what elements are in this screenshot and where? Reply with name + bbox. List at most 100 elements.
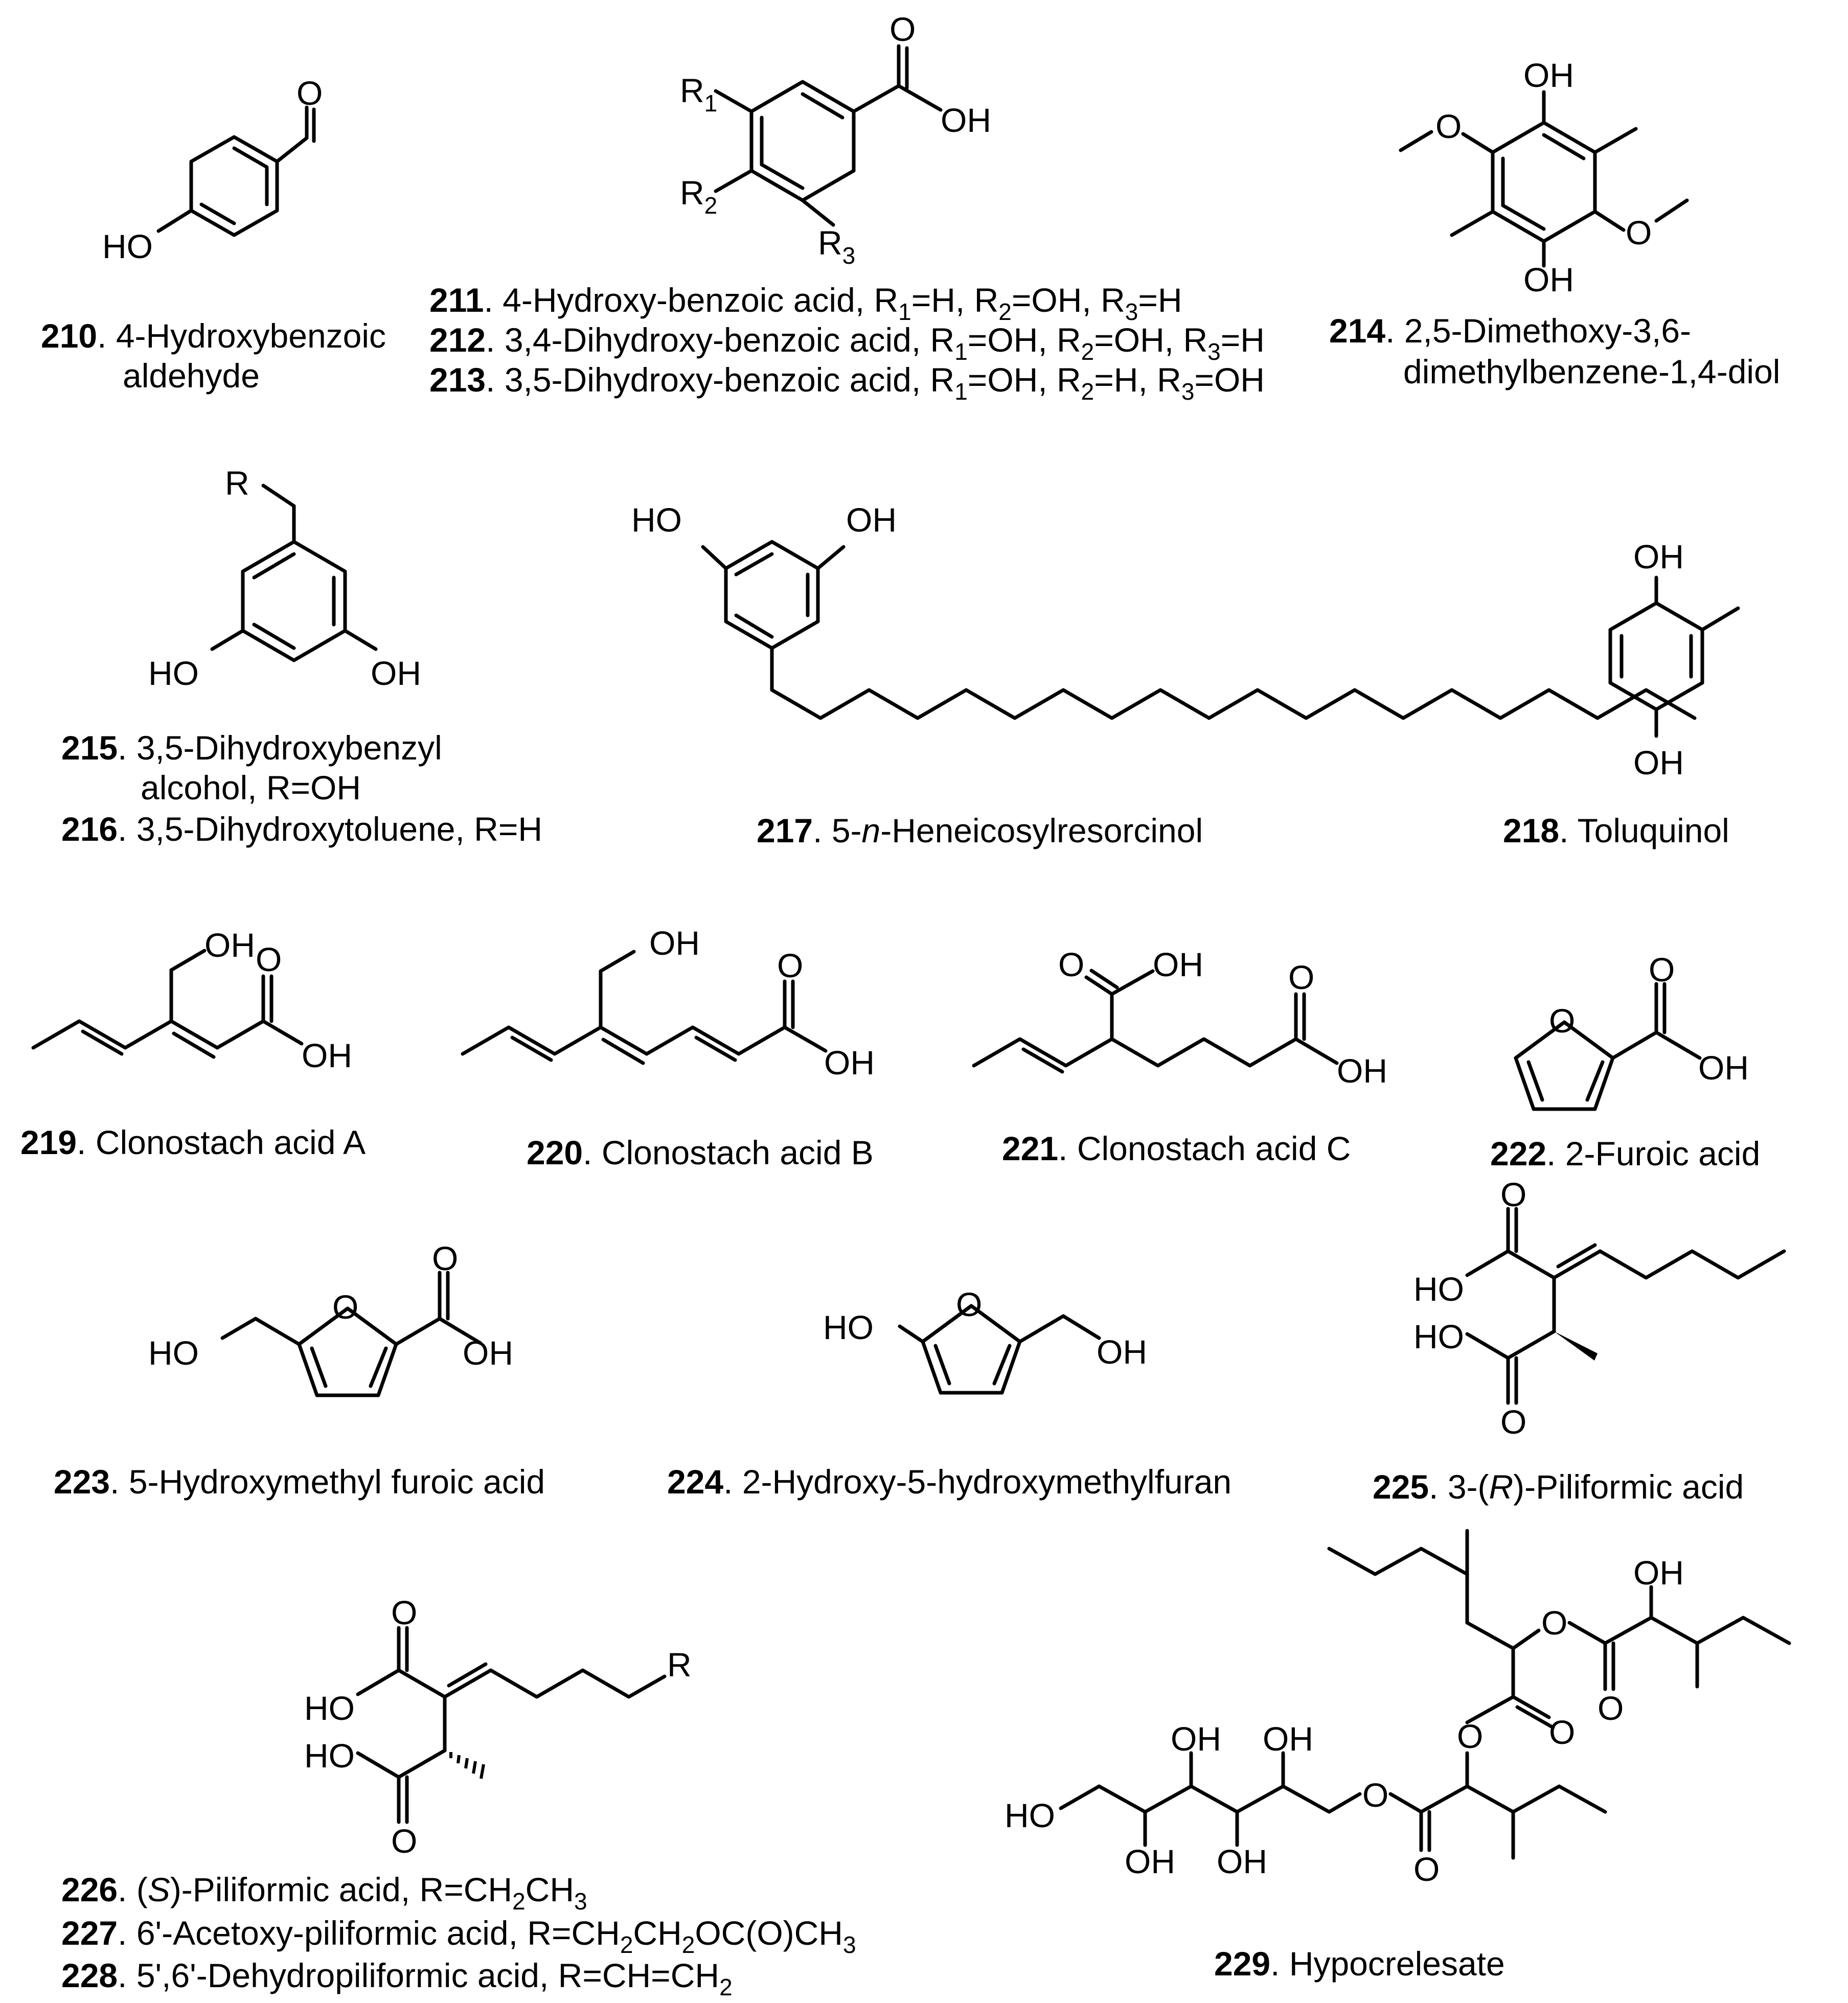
caption-216: 216. 3,5-Dihydroxytoluene, R=H bbox=[61, 810, 542, 848]
caption-225: 225. 3-(R)-Piliformic acid bbox=[1373, 1468, 1744, 1506]
svg-text:212. 3,4-Dihydroxy-benzoic aci: 212. 3,4-Dihydroxy-benzoic acid, R1=OH, … bbox=[429, 321, 1265, 365]
caption-219: 219. Clonostach acid A bbox=[20, 1123, 366, 1161]
svg-text:OH: OH bbox=[1217, 1843, 1267, 1880]
svg-text:228. 5',6'-Dehydropiliformic a: 228. 5',6'-Dehydropiliformic acid, R=CH=… bbox=[61, 1956, 733, 2000]
svg-text:O: O bbox=[1626, 214, 1652, 251]
svg-text:223. 5-Hydroxymethyl furoic ac: 223. 5-Hydroxymethyl furoic acid bbox=[54, 1463, 545, 1501]
structure-219: OH O OH bbox=[31, 926, 352, 1074]
svg-text:OH: OH bbox=[463, 1334, 513, 1372]
svg-text:218. Toluquinol: 218. Toluquinol bbox=[1503, 812, 1729, 849]
svg-text:R1: R1 bbox=[680, 72, 717, 117]
svg-text:OH: OH bbox=[1523, 261, 1574, 298]
svg-text:O: O bbox=[1457, 1717, 1483, 1755]
compound-name: 4-Hydroxybenzoic bbox=[116, 317, 386, 355]
svg-text:O: O bbox=[956, 1285, 982, 1323]
svg-text:O: O bbox=[1549, 1002, 1575, 1040]
svg-text:HO: HO bbox=[631, 501, 682, 539]
atom-r1: R bbox=[680, 72, 704, 109]
svg-text:224. 2-Hydroxy-5-hydroxymethyl: 224. 2-Hydroxy-5-hydroxymethylfuran bbox=[667, 1463, 1231, 1501]
svg-text:HO: HO bbox=[148, 1334, 199, 1372]
structure-226-228: O HO HO O R bbox=[304, 1594, 692, 1860]
caption-211: 211. 4-Hydroxy-benzoic acid, R1=H, R2=OH… bbox=[429, 281, 1182, 325]
svg-text:215. 3,5-Dihydroxybenzyl: 215. 3,5-Dihydroxybenzyl bbox=[61, 729, 442, 767]
svg-text:OH: OH bbox=[1337, 1052, 1387, 1090]
svg-text:OH: OH bbox=[1633, 744, 1684, 781]
svg-text:alcohol, R=OH: alcohol, R=OH bbox=[141, 769, 361, 807]
svg-text:217. 5-n-Heneicosylresorcinol: 217. 5-n-Heneicosylresorcinol bbox=[757, 812, 1203, 849]
svg-text:OH: OH bbox=[1171, 1720, 1221, 1758]
structure-215-216: R HO OH bbox=[148, 464, 421, 692]
svg-text:220. Clonostach acid B: 220. Clonostach acid B bbox=[527, 1134, 874, 1171]
svg-text:210. 4-Hydroxybenzoic: 210. 4-Hydroxybenzoic bbox=[41, 317, 386, 355]
atom-oh: OH bbox=[941, 101, 991, 139]
caption-215: 215. 3,5-Dihydroxybenzyl alcohol, R=OH bbox=[61, 729, 442, 807]
caption-226: 226. (S)-Piliformic acid, R=CH2CH3 bbox=[61, 1871, 587, 1915]
caption-217: 217. 5-n-Heneicosylresorcinol bbox=[757, 812, 1203, 849]
svg-text:225. 3-(R)-Piliformic acid: 225. 3-(R)-Piliformic acid bbox=[1373, 1468, 1744, 1506]
svg-text:222. 2-Furoic acid: 222. 2-Furoic acid bbox=[1490, 1135, 1760, 1172]
structure-220: OH O OH bbox=[461, 924, 875, 1081]
svg-text:O: O bbox=[1413, 1850, 1440, 1888]
svg-text:O: O bbox=[1058, 946, 1084, 983]
atom-o: O bbox=[296, 74, 323, 112]
compound-name-line2: aldehyde bbox=[123, 357, 260, 395]
svg-text:O: O bbox=[1288, 958, 1314, 996]
svg-text:226. (S)-Piliformic acid, R=CH: 226. (S)-Piliformic acid, R=CH2CH3 bbox=[61, 1871, 587, 1915]
svg-text:O: O bbox=[1549, 1713, 1575, 1751]
caption-222: 222. 2-Furoic acid bbox=[1490, 1135, 1760, 1172]
svg-text:HO: HO bbox=[304, 1689, 355, 1727]
svg-text:O: O bbox=[1598, 1689, 1624, 1727]
caption-220: 220. Clonostach acid B bbox=[527, 1134, 874, 1171]
caption-224: 224. 2-Hydroxy-5-hydroxymethylfuran bbox=[667, 1463, 1231, 1501]
svg-text:R: R bbox=[225, 464, 249, 502]
svg-text:HO: HO bbox=[1413, 1318, 1464, 1355]
caption-212: 212. 3,4-Dihydroxy-benzoic acid, R1=OH, … bbox=[429, 321, 1265, 365]
svg-text:227. 6'-Acetoxy-piliformic aci: 227. 6'-Acetoxy-piliformic acid, R=CH2CH… bbox=[61, 1914, 856, 1958]
structure-229: HO OH OH OH OH O O O O O O OH bbox=[1005, 1529, 1791, 1888]
atom-r2: R bbox=[680, 174, 704, 212]
caption-221: 221. Clonostach acid C bbox=[1002, 1130, 1351, 1167]
svg-text:O: O bbox=[1541, 1604, 1567, 1642]
svg-text:OH: OH bbox=[1153, 946, 1203, 983]
svg-text:O: O bbox=[332, 1288, 358, 1326]
caption-210: 210. 4-Hydroxybenzoic aldehyde bbox=[41, 317, 386, 395]
svg-text:OH: OH bbox=[1263, 1720, 1313, 1758]
structure-218: OH OH bbox=[1608, 538, 1740, 781]
structure-222: O O OH bbox=[1514, 951, 1749, 1111]
svg-text:HO: HO bbox=[1005, 1797, 1055, 1834]
svg-text:O: O bbox=[432, 1239, 458, 1277]
svg-text:O: O bbox=[256, 940, 282, 978]
svg-text:OH: OH bbox=[824, 1044, 875, 1081]
caption-223: 223. 5-Hydroxymethyl furoic acid bbox=[54, 1463, 545, 1501]
svg-text:OH: OH bbox=[1633, 538, 1684, 575]
structure-211-213: O OH R1 R2 R3 bbox=[680, 10, 991, 269]
svg-text:OH: OH bbox=[1097, 1333, 1147, 1371]
svg-text:OH: OH bbox=[371, 654, 421, 692]
svg-text:OH: OH bbox=[1125, 1843, 1175, 1880]
svg-text:O: O bbox=[1362, 1776, 1388, 1814]
structure-221: O OH O OH bbox=[972, 946, 1387, 1090]
compound-number: 210 bbox=[41, 317, 97, 355]
structure-224: O HO OH bbox=[823, 1285, 1147, 1395]
svg-text:OH: OH bbox=[846, 501, 897, 539]
svg-text:OH: OH bbox=[1523, 56, 1574, 94]
caption-228: 228. 5',6'-Dehydropiliformic acid, R=CH=… bbox=[61, 1956, 733, 2000]
svg-text:O: O bbox=[1435, 107, 1462, 145]
svg-text:O: O bbox=[391, 1594, 417, 1631]
caption-229: 229. Hypocrelesate bbox=[1214, 1945, 1505, 1983]
svg-text:R2: R2 bbox=[680, 174, 717, 219]
svg-text:OH: OH bbox=[1698, 1049, 1749, 1087]
svg-text:213. 3,5-Dihydroxy-benzoic aci: 213. 3,5-Dihydroxy-benzoic acid, R1=OH, … bbox=[429, 361, 1265, 405]
structure-214: OH OH O O bbox=[1399, 56, 1689, 298]
structure-225: O HO HO O bbox=[1413, 1176, 1786, 1441]
caption-213: 213. 3,5-Dihydroxy-benzoic acid, R1=OH, … bbox=[429, 361, 1265, 405]
structure-223: O HO O OH bbox=[148, 1239, 513, 1397]
atom-r3: R bbox=[818, 224, 842, 262]
svg-text:R: R bbox=[667, 1646, 692, 1684]
svg-text:229. Hypocrelesate: 229. Hypocrelesate bbox=[1214, 1945, 1505, 1983]
structure-210: O HO bbox=[102, 74, 323, 265]
svg-text:O: O bbox=[777, 947, 803, 984]
svg-text:OH: OH bbox=[1633, 1554, 1684, 1592]
svg-text:HO: HO bbox=[304, 1737, 355, 1775]
caption-214: 214. 2,5-Dimethoxy-3,6- dimethylbenzene-… bbox=[1329, 312, 1780, 390]
